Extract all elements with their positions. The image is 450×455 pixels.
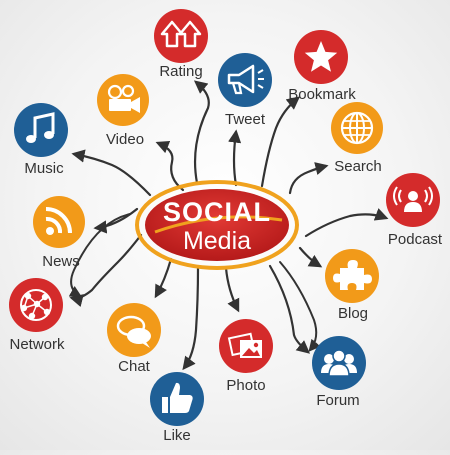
film-camera-icon (107, 84, 140, 113)
arrow-to-video (155, 140, 185, 192)
label-music: Music (24, 160, 64, 177)
node-search (331, 102, 383, 154)
node-like (150, 372, 204, 426)
label-tweet: Tweet (224, 111, 266, 128)
arrow-to-music (71, 149, 152, 197)
node-chat (107, 303, 161, 357)
node-network (9, 278, 63, 332)
star-icon (304, 41, 338, 72)
label-video: Video (105, 131, 145, 148)
rss-icon (45, 207, 72, 235)
label-network: Network (9, 336, 65, 353)
arrow-to-chat (154, 257, 173, 299)
music-note-icon (26, 112, 55, 143)
group-icon (321, 349, 357, 377)
label-chat: Chat (118, 358, 150, 375)
chat-bubbles-icon (116, 315, 151, 348)
news-circle (33, 196, 85, 248)
label-podcast: Podcast (387, 231, 443, 248)
label-rating: Rating (159, 63, 203, 80)
label-bookmark: Bookmark (288, 86, 356, 103)
puzzle-icon (333, 260, 372, 290)
node-blog (325, 249, 379, 303)
globe-icon (340, 111, 374, 145)
podcast-icon (393, 186, 433, 212)
label-blog: Blog (337, 305, 369, 322)
megaphone-icon (227, 64, 264, 95)
hub-subtitle: Media (182, 227, 252, 255)
node-tweet (218, 53, 272, 107)
connector-arrow-extra (279, 261, 321, 352)
arrow-to-network (69, 233, 143, 307)
arrow-to-photo (224, 266, 240, 313)
arrow-to-news (93, 207, 139, 234)
hub-title: SOCIAL (162, 197, 272, 227)
label-news: News (42, 253, 80, 270)
arrow-to-like (182, 266, 200, 371)
node-forum (312, 336, 366, 390)
forum-circle (312, 336, 366, 390)
thumbs-up-icon (162, 382, 193, 413)
rating-circle (154, 9, 208, 63)
label-forum: Forum (316, 392, 360, 409)
node-music (14, 103, 68, 157)
label-photo: Photo (226, 377, 266, 394)
arrow-to-search (288, 162, 329, 195)
hub-ellipse (145, 189, 289, 261)
photo-icon (227, 332, 262, 358)
arrow-to-forum (268, 264, 311, 354)
arrow-to-blog (298, 246, 323, 268)
node-icons (9, 9, 440, 426)
tweet-circle (218, 53, 272, 107)
node-podcast (386, 173, 440, 227)
arrow-to-rating (193, 80, 210, 185)
connector-arrows (68, 80, 389, 371)
hub (135, 180, 299, 270)
hub-outer-ring (135, 180, 299, 270)
hub-swoosh (154, 215, 283, 234)
node-video (97, 74, 149, 126)
arrow-to-bookmark (260, 96, 301, 188)
node-rating (154, 9, 208, 63)
label-search: Search (334, 158, 382, 175)
double-up-arrow-icon (160, 20, 202, 48)
connector-arrow-extra (68, 213, 131, 298)
network-icon (20, 289, 52, 321)
music-circle (14, 103, 68, 157)
node-bookmark (294, 30, 348, 84)
label-like: Like (163, 427, 191, 444)
arrow-to-podcast (304, 208, 389, 238)
arrow-to-tweet (228, 129, 242, 187)
node-photo (219, 319, 273, 373)
node-news (33, 196, 85, 248)
